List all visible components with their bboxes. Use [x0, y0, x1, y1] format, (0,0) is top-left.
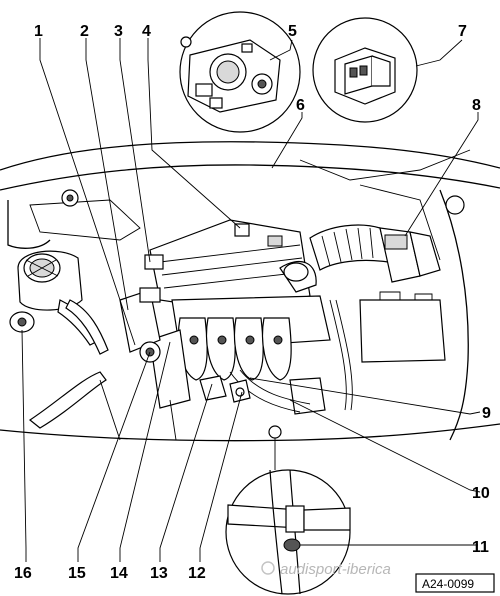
callout-5: 5 — [288, 23, 297, 40]
callout-2: 2 — [80, 23, 89, 40]
callout-13: 13 — [150, 565, 168, 582]
callout-4: 4 — [142, 23, 151, 40]
engine-block — [119, 219, 331, 409]
callout-12: 12 — [188, 565, 206, 582]
detail-connector — [312, 17, 418, 123]
figure-reference: A24-0099 — [422, 577, 474, 591]
lower-hoses — [28, 299, 282, 441]
callout-8: 8 — [472, 97, 481, 114]
detail-throttle-body — [179, 11, 301, 133]
vehicle-body — [0, 141, 500, 442]
watermark-text: audisport-iberica — [280, 561, 391, 578]
leader-lines — [21, 38, 481, 562]
detail-hose-connection — [225, 469, 351, 595]
watermark: audisport-iberica — [261, 561, 391, 578]
callout-6: 6 — [296, 97, 305, 114]
callout-3: 3 — [114, 23, 123, 40]
callout-10: 10 — [472, 485, 490, 502]
figure-reference-box: A24-0099 — [415, 573, 495, 593]
air-intake-duct — [309, 224, 441, 283]
callout-16: 16 — [14, 565, 32, 582]
callout-1: 1 — [34, 23, 43, 40]
callout-7: 7 — [458, 23, 467, 40]
callout-labels: 1 2 3 4 5 6 7 8 9 10 11 12 13 14 15 16 — [14, 23, 491, 582]
callout-11: 11 — [472, 539, 489, 556]
right-components — [229, 291, 446, 415]
callout-15: 15 — [68, 565, 86, 582]
callout-9: 9 — [482, 405, 491, 422]
callout-14: 14 — [110, 565, 128, 582]
fitting-16 — [9, 311, 35, 333]
